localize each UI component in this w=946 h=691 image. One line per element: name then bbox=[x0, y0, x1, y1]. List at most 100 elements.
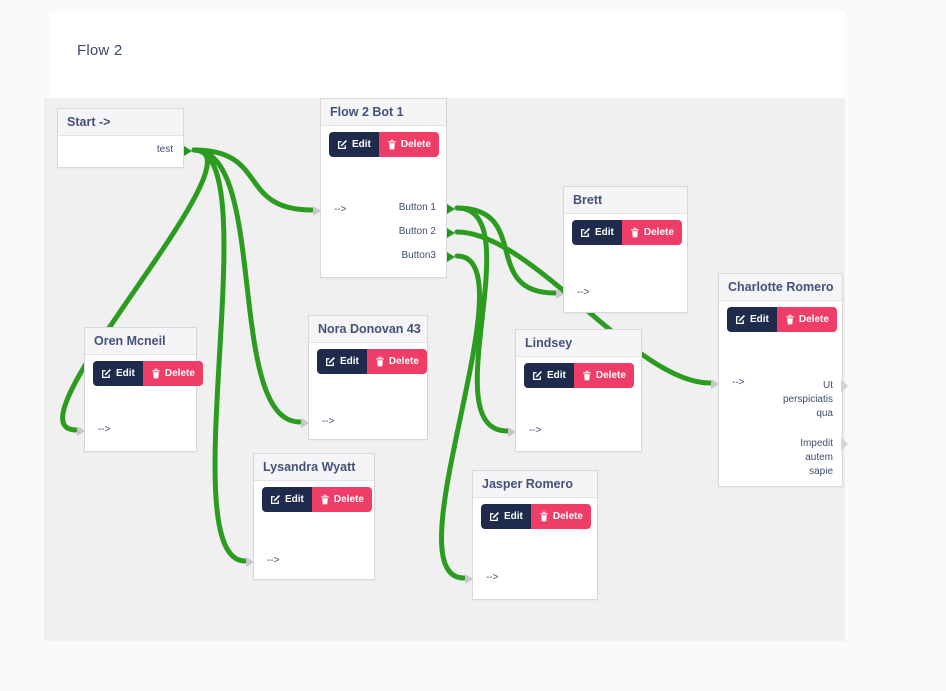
node-actions: Edit Delete bbox=[262, 487, 372, 512]
message-text-line: Ut bbox=[823, 380, 833, 391]
delete-button[interactable]: Delete bbox=[311, 487, 372, 512]
delete-button-label: Delete bbox=[552, 511, 583, 522]
edit-button[interactable]: Edit bbox=[727, 307, 777, 332]
edit-button-label: Edit bbox=[340, 356, 359, 367]
node-title: Lindsey bbox=[516, 330, 641, 357]
flow-header: Flow 2 bbox=[50, 12, 844, 98]
edit-button-label: Edit bbox=[285, 494, 304, 505]
output-port[interactable] bbox=[447, 228, 455, 238]
input-port[interactable] bbox=[711, 379, 719, 389]
node-title: Brett bbox=[564, 187, 687, 214]
edit-button[interactable]: Edit bbox=[481, 504, 531, 529]
input-port[interactable] bbox=[313, 206, 321, 216]
pencil-square-icon bbox=[326, 356, 336, 366]
trash-icon bbox=[388, 139, 396, 150]
connector-edge bbox=[60, 147, 210, 433]
node-brett[interactable]: Brett Edit Delete --> bbox=[556, 186, 688, 313]
node-title: Start -> bbox=[58, 109, 183, 136]
delete-button-label: Delete bbox=[798, 314, 829, 325]
node-actions: Edit Delete bbox=[329, 132, 439, 157]
edit-button-label: Edit bbox=[504, 511, 523, 522]
delete-button[interactable]: Delete bbox=[621, 220, 682, 245]
edit-button-label: Edit bbox=[116, 368, 135, 379]
input-port-label: --> bbox=[322, 416, 335, 427]
pencil-square-icon bbox=[581, 227, 591, 237]
unconnected-output-port[interactable] bbox=[841, 437, 848, 451]
delete-button[interactable]: Delete bbox=[142, 361, 203, 386]
connector-edge bbox=[454, 205, 510, 434]
input-port[interactable] bbox=[246, 557, 254, 567]
node-start[interactable]: Start -> test bbox=[57, 108, 192, 168]
input-port-label: --> bbox=[529, 425, 542, 436]
message-text-line: perspiciatis bbox=[782, 394, 833, 405]
trash-icon bbox=[583, 370, 591, 381]
delete-button[interactable]: Delete bbox=[573, 363, 634, 388]
trash-icon bbox=[152, 368, 160, 379]
delete-button[interactable]: Delete bbox=[776, 307, 837, 332]
output-port[interactable] bbox=[184, 146, 192, 156]
delete-button-label: Delete bbox=[164, 368, 195, 379]
node-title: Oren Mcneil bbox=[85, 328, 196, 355]
edit-button[interactable]: Edit bbox=[262, 487, 312, 512]
connector-edge bbox=[191, 147, 303, 425]
edit-button[interactable]: Edit bbox=[317, 349, 367, 374]
delete-button[interactable]: Delete bbox=[378, 132, 439, 157]
page-title: Flow 2 bbox=[77, 42, 123, 59]
node-oren[interactable]: Oren Mcneil Edit Delete--> bbox=[77, 327, 203, 452]
node-nora[interactable]: Nora Donovan 43 Edit Delete --> bbox=[301, 315, 428, 440]
input-port-label: --> bbox=[267, 555, 280, 566]
connector-edge bbox=[191, 147, 248, 564]
pencil-square-icon bbox=[102, 368, 112, 378]
connector-edge bbox=[191, 147, 315, 213]
input-port[interactable] bbox=[465, 574, 473, 584]
trash-icon bbox=[376, 356, 384, 367]
input-port[interactable] bbox=[556, 289, 564, 299]
input-port[interactable] bbox=[77, 426, 85, 436]
pencil-square-icon bbox=[736, 314, 746, 324]
message-text-line: sapie bbox=[809, 466, 833, 477]
edit-button-label: Edit bbox=[352, 139, 371, 150]
node-lindsey[interactable]: Lindsey Edit Delete --> bbox=[508, 329, 642, 452]
delete-button-label: Delete bbox=[595, 370, 626, 381]
input-port-label: --> bbox=[732, 377, 745, 388]
node-title: Jasper Romero bbox=[473, 471, 597, 498]
edit-button[interactable]: Edit bbox=[572, 220, 622, 245]
output-port-label: Button3 bbox=[401, 250, 436, 261]
node-title: Flow 2 Bot 1 bbox=[321, 99, 446, 126]
input-port[interactable] bbox=[508, 427, 516, 437]
pencil-square-icon bbox=[490, 511, 500, 521]
delete-button-label: Delete bbox=[388, 356, 419, 367]
message-text-line: qua bbox=[816, 408, 833, 419]
node-lysandra[interactable]: Lysandra Wyatt Edit Delete--> bbox=[246, 453, 375, 580]
edit-button-label: Edit bbox=[547, 370, 566, 381]
input-port-label: --> bbox=[577, 287, 590, 298]
pencil-square-icon bbox=[271, 494, 281, 504]
output-port-label: Button 2 bbox=[398, 226, 436, 237]
delete-button-label: Delete bbox=[333, 494, 364, 505]
delete-button[interactable]: Delete bbox=[530, 504, 591, 529]
node-title: Nora Donovan 43 bbox=[309, 316, 427, 343]
unconnected-output-port[interactable] bbox=[841, 379, 848, 393]
edit-button[interactable]: Edit bbox=[524, 363, 574, 388]
node-charlotte[interactable]: Charlotte Romero Edit Delete --> Ut perspic… bbox=[711, 273, 848, 487]
output-port-label: Button 1 bbox=[398, 202, 436, 213]
node-jasper[interactable]: Jasper Romero Edit Delete --> bbox=[465, 470, 598, 600]
output-port[interactable] bbox=[447, 204, 455, 214]
output-port-label: test bbox=[156, 144, 173, 155]
input-port-label: --> bbox=[486, 572, 499, 583]
edit-button-label: Edit bbox=[595, 227, 614, 238]
message-text: Ut perspiciatis qua bbox=[783, 379, 833, 421]
delete-button[interactable]: Delete bbox=[366, 349, 427, 374]
node-title: Charlotte Romero bbox=[719, 274, 842, 301]
edit-button[interactable]: Edit bbox=[93, 361, 143, 386]
delete-button-label: Delete bbox=[643, 227, 674, 238]
trash-icon bbox=[321, 494, 329, 505]
output-port[interactable] bbox=[447, 252, 455, 262]
input-port[interactable] bbox=[301, 418, 309, 428]
node-actions: Edit Delete bbox=[572, 220, 682, 245]
edit-button[interactable]: Edit bbox=[329, 132, 379, 157]
